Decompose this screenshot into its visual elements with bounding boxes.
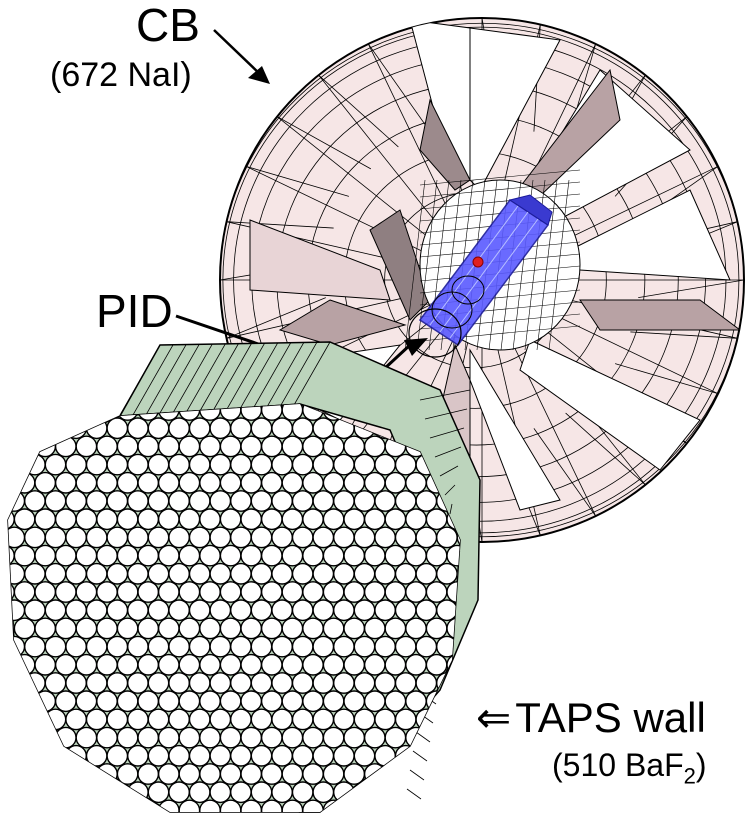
taps-wall-label: ⇐TAPS wall <box>476 697 706 739</box>
cb-pointer-arrowhead <box>248 66 270 84</box>
left-double-arrow-icon: ⇐ <box>476 694 512 741</box>
cb-pointer-line <box>213 29 263 77</box>
baf2-crystal-array <box>8 404 460 812</box>
cb-crystal-count: (672 NaI) <box>50 56 192 94</box>
taps-subscript: 2 <box>683 763 696 789</box>
cb-label: CB <box>136 0 200 51</box>
taps-crystal-count: (510 BaF2) <box>552 749 707 787</box>
pid-detector <box>408 194 553 358</box>
taps-wall <box>7 341 481 813</box>
taps-wall-text: TAPS wall <box>515 694 706 741</box>
pid-label: PID <box>96 285 173 337</box>
taps-count-close: ) <box>695 747 707 783</box>
taps-count-text: (510 BaF <box>552 747 684 783</box>
pid-pointer-arrowhead <box>404 338 428 356</box>
